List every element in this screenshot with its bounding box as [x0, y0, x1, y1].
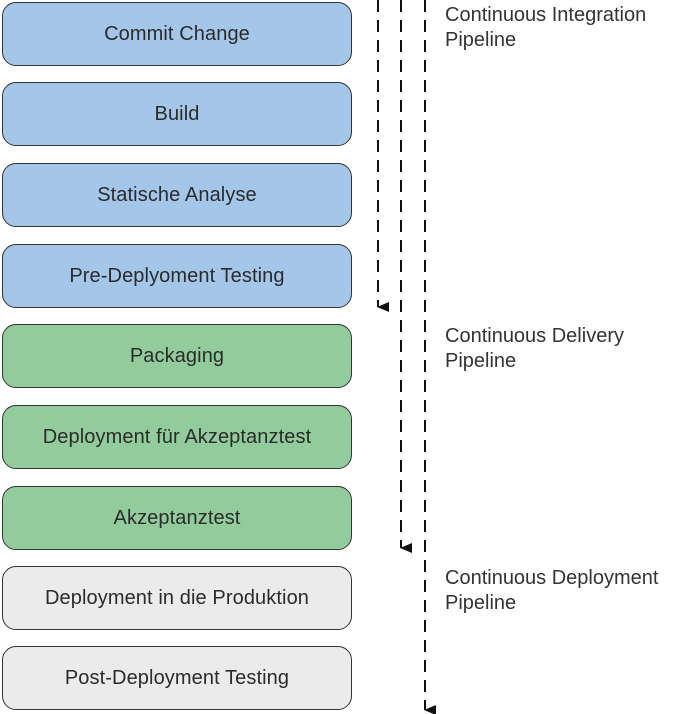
cdeploy-pipeline-label: Continuous Deployment Pipeline: [445, 566, 658, 616]
stage-static-analysis: Statische Analyse: [2, 163, 352, 227]
stage-deployment-production: Deployment in die Produktion: [2, 566, 352, 630]
cd-pipeline-label-line2: Pipeline: [445, 350, 517, 372]
cdeploy-pipeline-label-line2: Pipeline: [445, 592, 517, 614]
stage-commit-change: Commit Change: [2, 2, 352, 66]
stage-deployment-acceptance: Deployment für Akzeptanztest: [2, 405, 352, 469]
stage-post-deployment-testing: Post-Deployment Testing: [2, 646, 352, 710]
stage-acceptance-test: Akzeptanztest: [2, 486, 352, 550]
cd-pipeline-label: Continuous Delivery Pipeline: [445, 324, 624, 374]
cdeploy-pipeline-label-line1: Continuous Deployment: [445, 567, 659, 589]
stage-packaging: Packaging: [2, 324, 352, 388]
ci-pipeline-label: Continuous Integration Pipeline: [445, 3, 646, 53]
stage-pre-deployment-testing: Pre-Deplyoment Testing: [2, 244, 352, 308]
ci-pipeline-label-line1: Continuous Integration: [445, 4, 647, 26]
stage-build: Build: [2, 82, 352, 146]
cd-pipeline-label-line1: Continuous Delivery: [445, 325, 624, 347]
ci-pipeline-label-line2: Pipeline: [445, 29, 517, 51]
